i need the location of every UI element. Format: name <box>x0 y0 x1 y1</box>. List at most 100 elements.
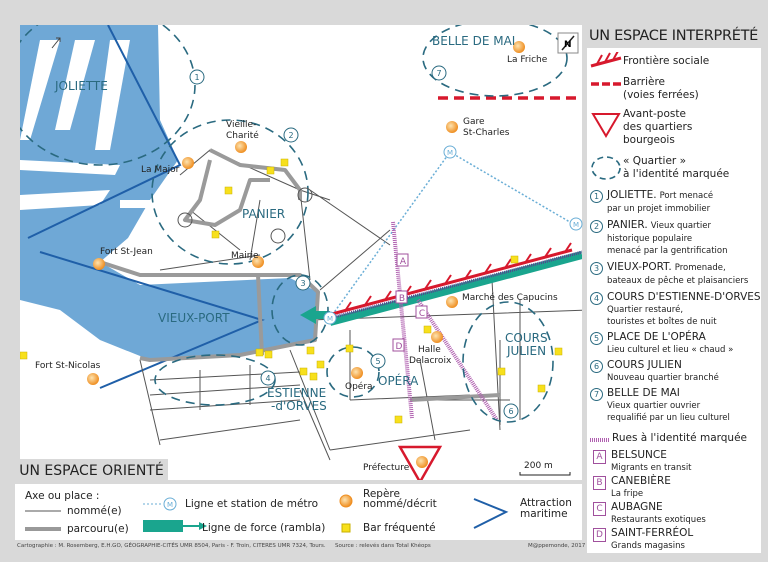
named-streets <box>139 149 582 461</box>
label-vieux-port: VIEUX-PORT <box>158 311 230 325</box>
svg-text:M: M <box>447 149 453 157</box>
canebiere-hatched <box>329 250 582 320</box>
district-number-4: 4 <box>260 370 276 386</box>
svg-text:7: 7 <box>436 69 441 78</box>
place-labels: La Friche Gare St-Charles Vieille- Chari… <box>35 55 558 473</box>
label-estienne-2: -d'ORVES <box>271 399 327 413</box>
label-belle-de-mai: BELLE DE MAI <box>432 34 515 48</box>
frontier-icon <box>590 52 622 68</box>
svg-text:3: 3 <box>300 279 305 288</box>
svg-text:M: M <box>573 221 579 229</box>
svg-text:St-Charles: St-Charles <box>463 128 510 138</box>
svg-text:Mairie: Mairie <box>231 251 259 261</box>
landmark-gare <box>446 121 458 133</box>
landmark-mairie <box>252 256 264 268</box>
bars <box>20 158 563 424</box>
street-line-icons <box>25 510 61 531</box>
landmark-la-major <box>182 157 194 169</box>
roundabouts <box>177 187 313 244</box>
legend-frontier: Frontière sociale <box>587 52 761 70</box>
district-number-3: 3 <box>295 275 311 291</box>
landmark-opera <box>351 367 363 379</box>
svg-text:D: D <box>396 342 403 352</box>
landmark-capucins <box>446 296 458 308</box>
svg-text:Vieille-: Vieille- <box>226 120 256 130</box>
landmark-la-friche <box>513 41 525 53</box>
oriented-space-title: UN ESPACE ORIENTÉ <box>15 459 168 483</box>
landmark-fort-st-jean <box>93 258 105 270</box>
svg-text:A: A <box>400 257 407 267</box>
district-number-6: 6 <box>503 403 519 419</box>
label-opera-district: OPÉRA <box>378 373 419 388</box>
bar-icon <box>341 523 351 533</box>
svg-text:Gare: Gare <box>463 117 485 127</box>
label-cours-julien-1: COURS <box>505 331 548 345</box>
landmark-icon <box>339 494 353 508</box>
landmarks <box>87 41 525 468</box>
metro-stations: M M M <box>323 145 583 325</box>
travelled-streets <box>99 148 501 402</box>
rambla-arrow-icon <box>300 306 330 324</box>
svg-text:Delacroix: Delacroix <box>409 356 452 366</box>
street-letters: A B C D <box>392 253 428 352</box>
svg-text:1: 1 <box>194 73 199 82</box>
svg-text:6: 6 <box>508 407 513 416</box>
hatched-street-icon <box>590 438 610 442</box>
scale-bar <box>519 472 571 476</box>
rambla-arrow-icon <box>143 520 207 532</box>
district-labels: JOLIETTE BELLE DE MAI PANIER VIEUX-PORT … <box>54 34 548 413</box>
right-legend-title: UN ESPACE INTERPRÉTÉ <box>585 25 762 47</box>
landmark-fort-st-nicolas <box>87 373 99 385</box>
landmark-vieille-charite <box>235 141 247 153</box>
identity-streets <box>391 221 499 422</box>
svg-text:B: B <box>399 294 405 304</box>
svg-text:Préfecture: Préfecture <box>363 462 410 473</box>
svg-text:Marché des Capucins: Marché des Capucins <box>462 292 558 303</box>
district-number-1: 1 <box>189 69 205 85</box>
label-joliette: JOLIETTE <box>54 79 108 93</box>
svg-text:Charité: Charité <box>226 130 259 141</box>
svg-text:Fort St-Jean: Fort St-Jean <box>100 247 153 257</box>
maritime-attraction-icon <box>473 498 509 529</box>
label-estienne-1: ESTIENNE <box>267 386 326 400</box>
svg-text:La Major: La Major <box>141 165 180 175</box>
legend-quartier: « Quartier »à l'identité marquée <box>587 154 761 184</box>
oriented-space-legend: Axe ou place : nommé(e) parcouru(e) M Li… <box>15 484 582 540</box>
district-number-7: 7 <box>431 65 447 81</box>
svg-text:La Friche: La Friche <box>507 55 548 65</box>
scale-label: 200 m <box>524 461 553 471</box>
svg-text:Opéra: Opéra <box>345 381 373 392</box>
dashed-ellipse-icon <box>591 156 621 180</box>
barrier-icon <box>591 82 621 86</box>
svg-text:M: M <box>167 501 173 509</box>
svg-text:2: 2 <box>288 131 293 140</box>
north-arrow-icon: N <box>557 32 579 54</box>
legend-identity-streets: Rues à l'identité marquée <box>587 432 761 446</box>
bourgeois-outpost-triangle <box>397 445 443 480</box>
social-frontier <box>331 242 573 316</box>
triangle-icon <box>591 113 621 138</box>
credits-cartography: Cartographie : M. Rosemberg, E.H.GO, GÉO… <box>17 543 326 549</box>
svg-text:Fort St-Nicolas: Fort St-Nicolas <box>35 361 101 371</box>
district-numbers: 1 2 3 4 5 6 7 <box>189 65 519 419</box>
label-cours-julien-2: JULIEN <box>506 344 546 358</box>
legend-barrier: Barrière(voies ferrées) <box>587 76 761 104</box>
svg-text:C: C <box>419 309 425 319</box>
svg-text:4: 4 <box>265 374 270 383</box>
rambla-line <box>328 251 582 326</box>
metro-icon: M <box>143 497 177 511</box>
interpreted-space-legend: Frontière sociale Barrière(voies ferrées… <box>587 48 761 553</box>
svg-text:N: N <box>564 40 572 50</box>
docks <box>20 40 150 210</box>
label-panier: PANIER <box>242 207 285 221</box>
credits-publisher: M@ppemonde, 2017 <box>528 543 586 549</box>
compass-small-icon <box>51 37 61 49</box>
landmark-halle <box>431 331 443 343</box>
district-number-5: 5 <box>370 353 386 369</box>
credits-source: Source : relevés dans Total Khéops <box>335 543 431 549</box>
svg-text:Halle: Halle <box>418 345 441 355</box>
landmark-prefecture <box>416 456 428 468</box>
svg-text:5: 5 <box>375 357 380 366</box>
